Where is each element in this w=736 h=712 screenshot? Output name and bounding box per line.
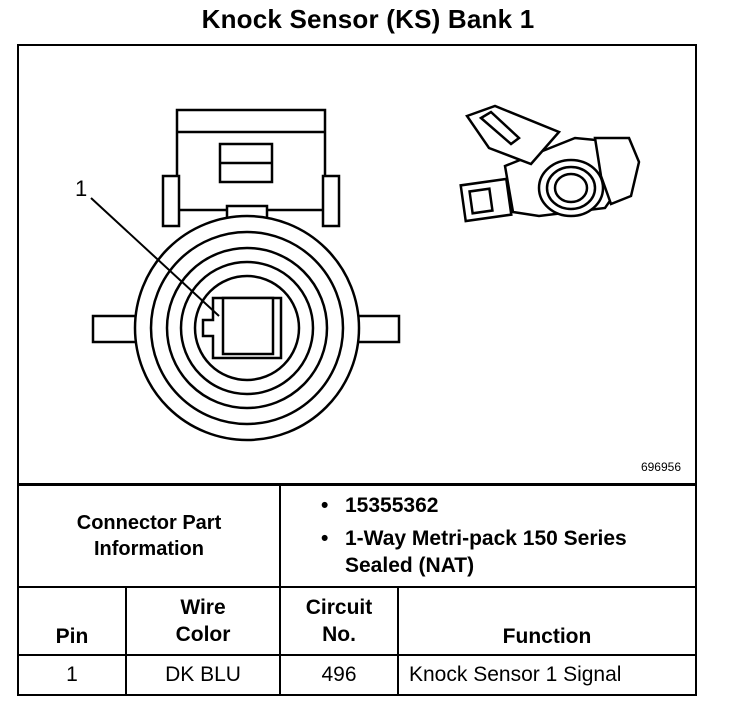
header-circuit: Circuit No. (279, 586, 399, 656)
header-pin: Pin (19, 586, 127, 656)
cell-pin: 1 (19, 654, 127, 694)
diagram-title: Knock Sensor (KS) Bank 1 (201, 4, 535, 34)
connector-type: 1-Way Metri-pack 150 Series Sealed (NAT) (321, 525, 695, 579)
mini-cap (593, 136, 641, 206)
connector-info-table: Connector Part Information 15355362 1-Wa… (19, 483, 695, 694)
connector-part-list: 15355362 1-Way Metri-pack 150 Series Sea… (279, 483, 695, 588)
header-wire-color-line1: Wire (180, 596, 226, 619)
cell-function: Knock Sensor 1 Signal (397, 654, 695, 694)
callout-leader (90, 197, 220, 317)
housing-left-rail (161, 174, 181, 228)
connector-part-label-line2: Information (94, 538, 204, 560)
housing-right-rail (321, 174, 341, 228)
connector-part-row: Connector Part Information 15355362 1-Wa… (19, 483, 695, 588)
connector-3d-view (459, 104, 641, 223)
table-row: 1 DK BLU 496 Knock Sensor 1 Signal (19, 654, 695, 694)
mini-latch-tab (478, 110, 521, 146)
connector-drawing (90, 104, 641, 442)
mini-seal-3 (553, 172, 589, 204)
header-circuit-line2: No. (322, 623, 356, 646)
part-number: 15355362 (321, 492, 695, 519)
connector-part-label: Connector Part Information (19, 483, 281, 588)
ring-5 (193, 274, 301, 382)
terminal-pin (221, 296, 275, 356)
ring-3 (165, 246, 329, 410)
cell-circuit: 496 (279, 654, 399, 694)
ring-4 (179, 260, 315, 396)
header-circuit-line1: Circuit (305, 596, 373, 619)
pin-table-header: Pin Wire Color Circuit No. Function (19, 586, 695, 656)
connector-part-label-line1: Connector Part (76, 512, 222, 534)
connector-figure: 1 696956 (19, 46, 695, 483)
header-wire-color-line2: Color (175, 623, 231, 646)
connector-frame: 1 696956 Connector Part Information 1535… (17, 44, 697, 696)
header-wire-color: Wire Color (125, 586, 281, 656)
figure-number: 696956 (640, 460, 681, 474)
cell-wire-color: DK BLU (125, 654, 281, 694)
callout-label: 1 (75, 176, 88, 201)
mini-plug-face (468, 187, 494, 215)
ring-2 (149, 230, 345, 426)
header-function: Function (397, 586, 695, 656)
